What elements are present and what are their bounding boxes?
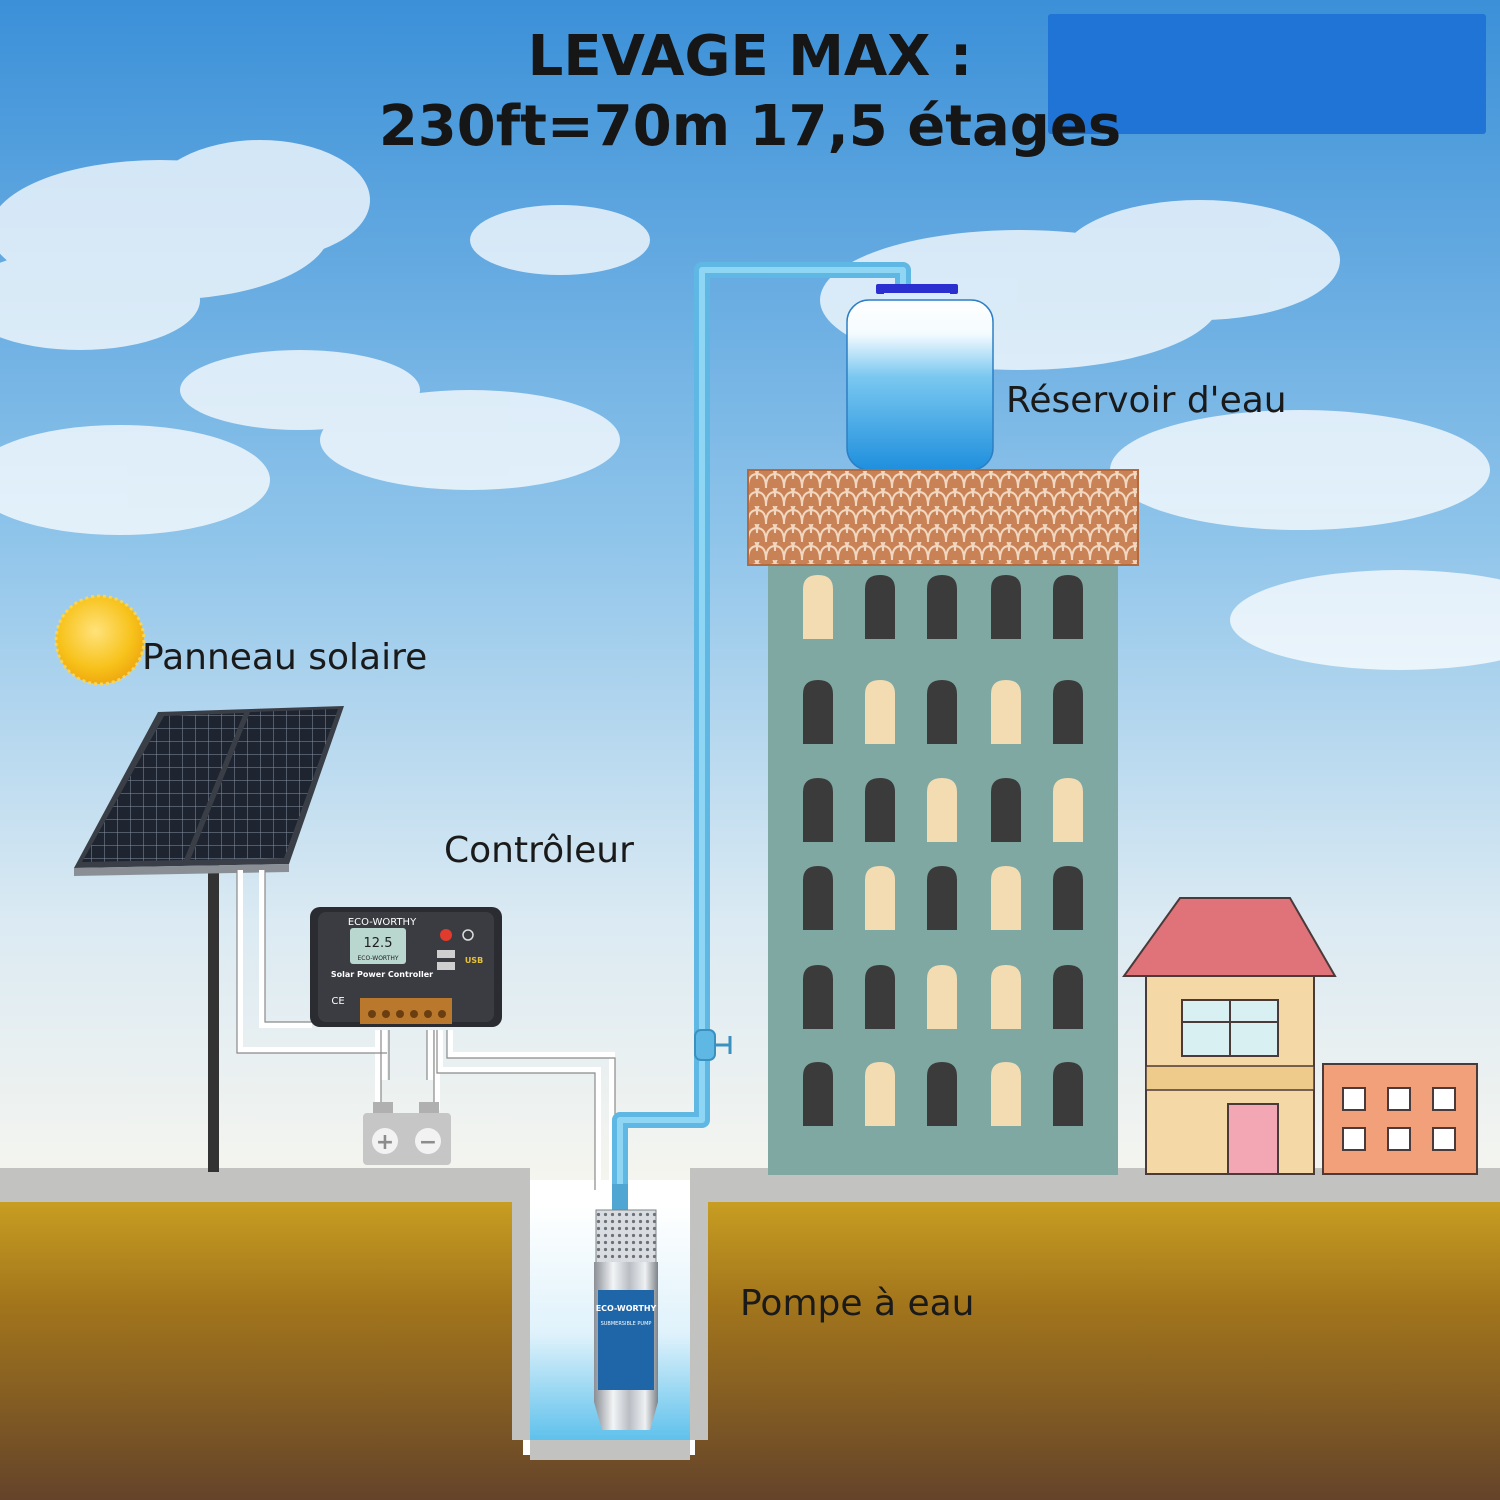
controller-display-brand: ECO-WORTHY xyxy=(357,955,398,962)
building-window xyxy=(991,680,1021,744)
building-window xyxy=(927,778,957,842)
building-window xyxy=(1053,575,1083,639)
building-window xyxy=(865,965,895,1029)
pump-brand: ECO-WORTHY xyxy=(596,1304,657,1313)
building-window xyxy=(865,680,895,744)
controller-usb-mark: USB xyxy=(465,956,483,965)
pump-type: SUBMERSIBLE PUMP xyxy=(601,1321,652,1327)
blue-banner xyxy=(1048,14,1486,134)
house xyxy=(1122,897,1478,1175)
building-window xyxy=(865,575,895,639)
building-window xyxy=(927,575,957,639)
ground-surface xyxy=(0,1168,1500,1460)
building-window xyxy=(1053,965,1083,1029)
building-windows xyxy=(803,575,1083,1126)
building-window xyxy=(991,866,1021,930)
building-window xyxy=(927,866,957,930)
battery-icon xyxy=(363,1102,451,1165)
water-pipe xyxy=(612,262,911,1200)
battery-minus: − xyxy=(419,1130,437,1155)
headline-line-2: 230ft=70m 17,5 étages xyxy=(378,94,1122,159)
wires-outline xyxy=(236,870,616,1190)
building-window xyxy=(991,965,1021,1029)
battery-plus: + xyxy=(376,1130,394,1155)
building-window xyxy=(1053,680,1083,744)
building-window xyxy=(803,680,833,744)
headline-line-1: LEVAGE MAX : xyxy=(527,24,973,89)
building-window xyxy=(927,1062,957,1126)
water-tank xyxy=(846,284,994,471)
building-window xyxy=(927,965,957,1029)
building-window xyxy=(865,778,895,842)
building-window xyxy=(803,575,833,639)
building-window xyxy=(991,1062,1021,1126)
building-window xyxy=(991,778,1021,842)
submersible-pump xyxy=(594,1184,658,1430)
building-window xyxy=(927,680,957,744)
sun-icon xyxy=(54,594,146,686)
controller-ce-mark: CE xyxy=(331,996,344,1007)
controller-name: Solar Power Controller xyxy=(331,970,433,979)
controller-brand: ECO-WORTHY xyxy=(348,917,417,928)
soil xyxy=(0,1195,1500,1500)
building-window xyxy=(865,1062,895,1126)
pump-label: Pompe à eau xyxy=(740,1283,975,1324)
valve-icon xyxy=(694,1029,732,1061)
building-window xyxy=(803,778,833,842)
building-window xyxy=(1053,1062,1083,1126)
building-window xyxy=(803,866,833,930)
building-window xyxy=(991,575,1021,639)
controller-display-value: 12.5 xyxy=(364,936,393,951)
charge-controller xyxy=(310,907,502,1027)
building-window xyxy=(1053,778,1083,842)
controller-label: Contrôleur xyxy=(444,830,634,871)
building-window xyxy=(1053,866,1083,930)
solar-panel xyxy=(74,706,344,1172)
building-window xyxy=(865,866,895,930)
building-window xyxy=(803,1062,833,1126)
solar-panel-label: Panneau solaire xyxy=(142,637,428,678)
reservoir-label: Réservoir d'eau xyxy=(1006,380,1287,421)
headline: LEVAGE MAX : 230ft=70m 17,5 étages xyxy=(300,22,1200,162)
building-window xyxy=(803,965,833,1029)
